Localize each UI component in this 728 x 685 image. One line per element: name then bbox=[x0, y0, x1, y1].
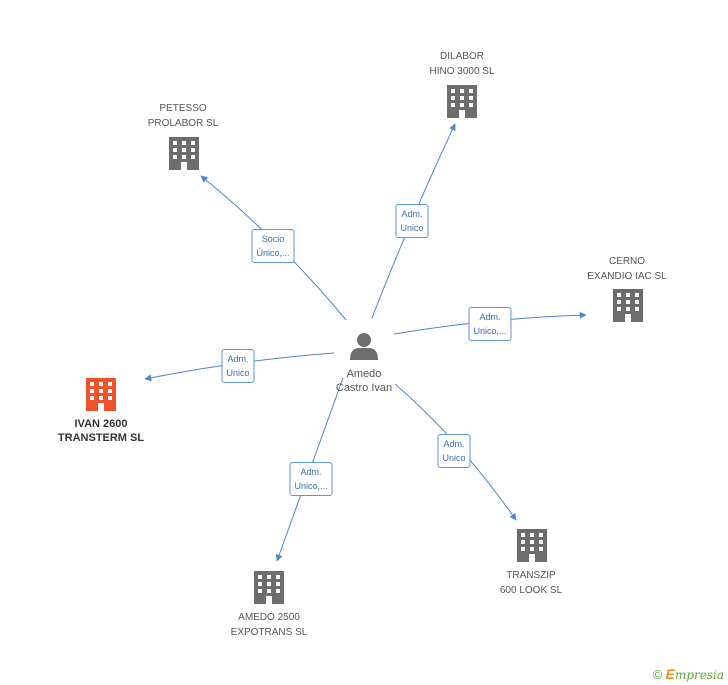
relation-label-transzip[interactable]: Adm. Unico bbox=[437, 434, 471, 468]
company-name-line2: EXPOTRANS SL bbox=[230, 627, 308, 638]
company-name-line1: CERNO bbox=[608, 256, 646, 267]
building-icon-amedo2500[interactable] bbox=[254, 571, 284, 604]
building-icon-dilabor[interactable] bbox=[447, 85, 477, 118]
company-name-line2: PROLABOR SL bbox=[147, 118, 219, 129]
relation-line2: Unico bbox=[442, 453, 466, 463]
person-icon[interactable] bbox=[350, 333, 378, 360]
company-name-line1: IVAN 2600 bbox=[74, 418, 128, 430]
relation-line2: Unico bbox=[226, 368, 250, 378]
center-person-label[interactable]: Amedo Castro Ivan bbox=[336, 367, 392, 395]
company-name-line1: PETESSO bbox=[159, 103, 207, 114]
building-icon-transzip[interactable] bbox=[517, 529, 547, 562]
company-name-line1: AMEDO 2500 bbox=[238, 612, 300, 623]
relation-label-ivan[interactable]: Adm. Unico bbox=[221, 349, 255, 383]
center-name-line1: Amedo bbox=[346, 368, 382, 380]
center-name-line2: Castro Ivan bbox=[335, 382, 393, 394]
company-label-ivan[interactable]: IVAN 2600 TRANSTERM SL bbox=[58, 417, 144, 445]
relation-label-dilabor[interactable]: Adm. Unico bbox=[395, 204, 429, 238]
company-label-dilabor[interactable]: DILABOR HINO 3000 SL bbox=[429, 49, 494, 79]
relation-line1: Adm. bbox=[401, 209, 423, 219]
copyright-symbol: © bbox=[652, 667, 663, 682]
relation-line2: Unico,... bbox=[294, 481, 328, 491]
relation-line2: Único,... bbox=[256, 248, 290, 258]
company-label-cerno[interactable]: CERNO EXANDIO IAC SL bbox=[587, 254, 666, 284]
company-label-transzip[interactable]: TRANSZIP 600 LOOK SL bbox=[500, 568, 562, 598]
company-name-line1: DILABOR bbox=[440, 51, 484, 62]
company-name-line1: TRANSZIP bbox=[506, 570, 556, 581]
company-name-line2: 600 LOOK SL bbox=[499, 585, 563, 596]
building-icon-ivan[interactable] bbox=[86, 378, 116, 411]
company-name-line2: EXANDIO IAC SL bbox=[587, 271, 667, 282]
relation-line2: Unico,... bbox=[473, 326, 507, 336]
building-icon-petesso[interactable] bbox=[169, 137, 199, 170]
relation-label-petesso[interactable]: Socio Único,... bbox=[251, 229, 295, 263]
empresia-footer: © Empresia bbox=[653, 666, 724, 682]
relation-line2: Unico bbox=[400, 223, 424, 233]
company-name-line2: HINO 3000 SL bbox=[429, 66, 495, 77]
relation-line1: Adm. bbox=[300, 467, 322, 477]
brand-initial: E bbox=[665, 666, 675, 682]
brand-name: mpresia bbox=[674, 668, 724, 682]
relation-line1: Socio bbox=[261, 234, 285, 244]
relation-label-cerno[interactable]: Adm. Unico,... bbox=[468, 307, 512, 341]
company-label-amedo2500[interactable]: AMEDO 2500 EXPOTRANS SL bbox=[231, 610, 308, 640]
relation-line1: Adm. bbox=[479, 312, 501, 322]
relation-line1: Adm. bbox=[227, 354, 249, 364]
relation-line1: Adm. bbox=[443, 439, 465, 449]
company-label-petesso[interactable]: PETESSO PROLABOR SL bbox=[148, 101, 219, 131]
building-icon-cerno[interactable] bbox=[613, 289, 643, 322]
relation-label-amedo2500[interactable]: Adm. Unico,... bbox=[289, 462, 333, 496]
company-name-line2: TRANSTERM SL bbox=[57, 432, 145, 444]
